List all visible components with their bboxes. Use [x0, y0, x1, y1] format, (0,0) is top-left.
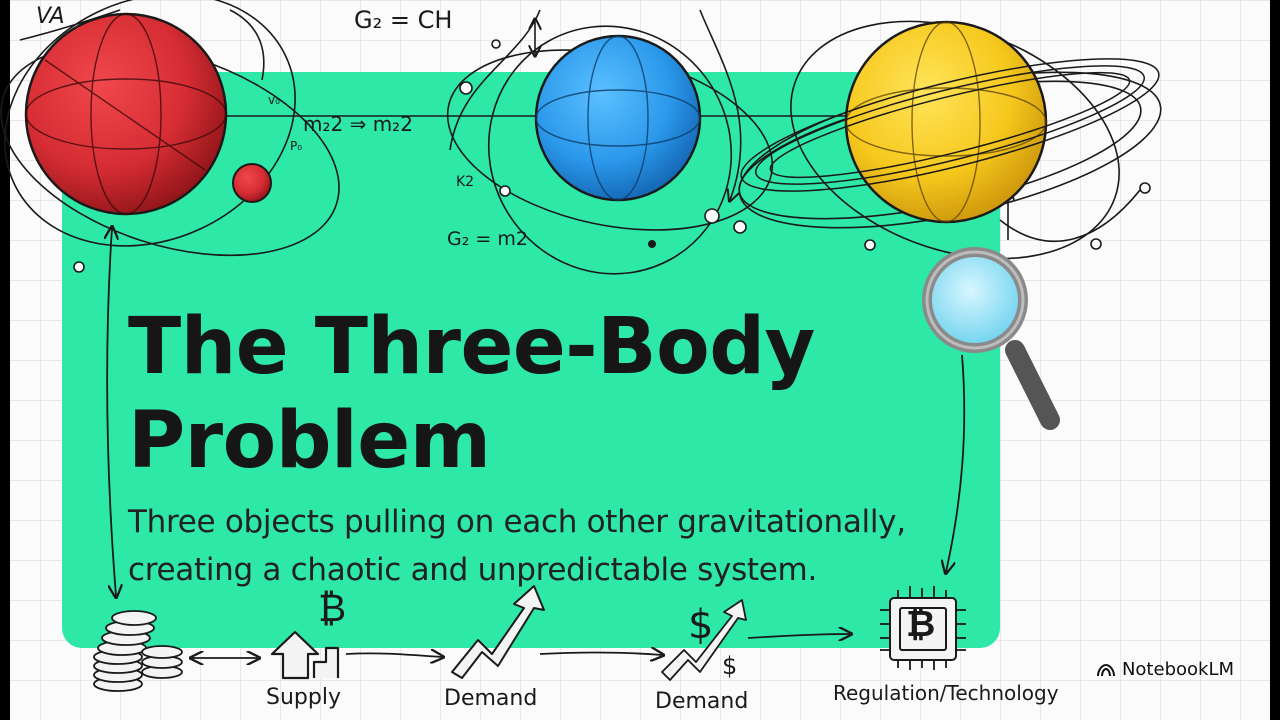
red-planet [24, 12, 228, 216]
equation-k2: K2 [456, 174, 475, 190]
equation-g2-ch: G₂ = CH [354, 6, 453, 34]
equation-v0: v₀ [268, 93, 280, 107]
bitcoin-symbol-chip: ₿ [906, 604, 936, 645]
right-letterbox [1270, 0, 1280, 720]
notebooklm-logo-icon [1096, 663, 1115, 676]
brand-name: NotebookLM [1121, 659, 1234, 680]
equation-g2-m2: G₂ = m2 [447, 228, 528, 250]
yellow-planet [740, 20, 1160, 224]
flow-label-demand: Demand [444, 686, 538, 711]
dollar-symbol-small: $ [722, 652, 738, 680]
slide-subtitle-line2: creating a chaotic and unpredictable sys… [128, 552, 818, 588]
house-icon [270, 630, 340, 680]
coin-stack-icon [93, 610, 183, 692]
slide-title-line1: The Three-Body [128, 302, 815, 392]
trend-arrow-icon [451, 585, 545, 679]
title-panel [62, 72, 1000, 648]
slide-subtitle: Three objects pulling on each other grav… [128, 498, 906, 594]
equation-va: VA [36, 4, 65, 29]
flow-label-demand-2: Demand [655, 689, 749, 714]
equation-p0: P₀ [290, 139, 303, 153]
dollar-symbol-large: $ [688, 602, 714, 648]
slide-subtitle-line1: Three objects pulling on each other grav… [128, 504, 906, 540]
flow-label-supply: Supply [266, 685, 341, 710]
left-letterbox [0, 0, 10, 720]
chip-icon [880, 586, 966, 670]
flow-label-regulation: Regulation/Technology [833, 681, 1059, 705]
trend-arrow-icon [661, 599, 747, 681]
blue-planet [534, 34, 702, 202]
equation-mass: m₂2 ⇒ m₂2 [303, 112, 413, 136]
notebooklm-brand: NotebookLM [1096, 659, 1234, 680]
slide-title: The Three-Body Problem [128, 300, 815, 488]
bitcoin-symbol-supply: ₿ [318, 586, 347, 630]
slide-title-line2: Problem [128, 396, 491, 486]
magnifying-glass-icon [922, 247, 1060, 430]
